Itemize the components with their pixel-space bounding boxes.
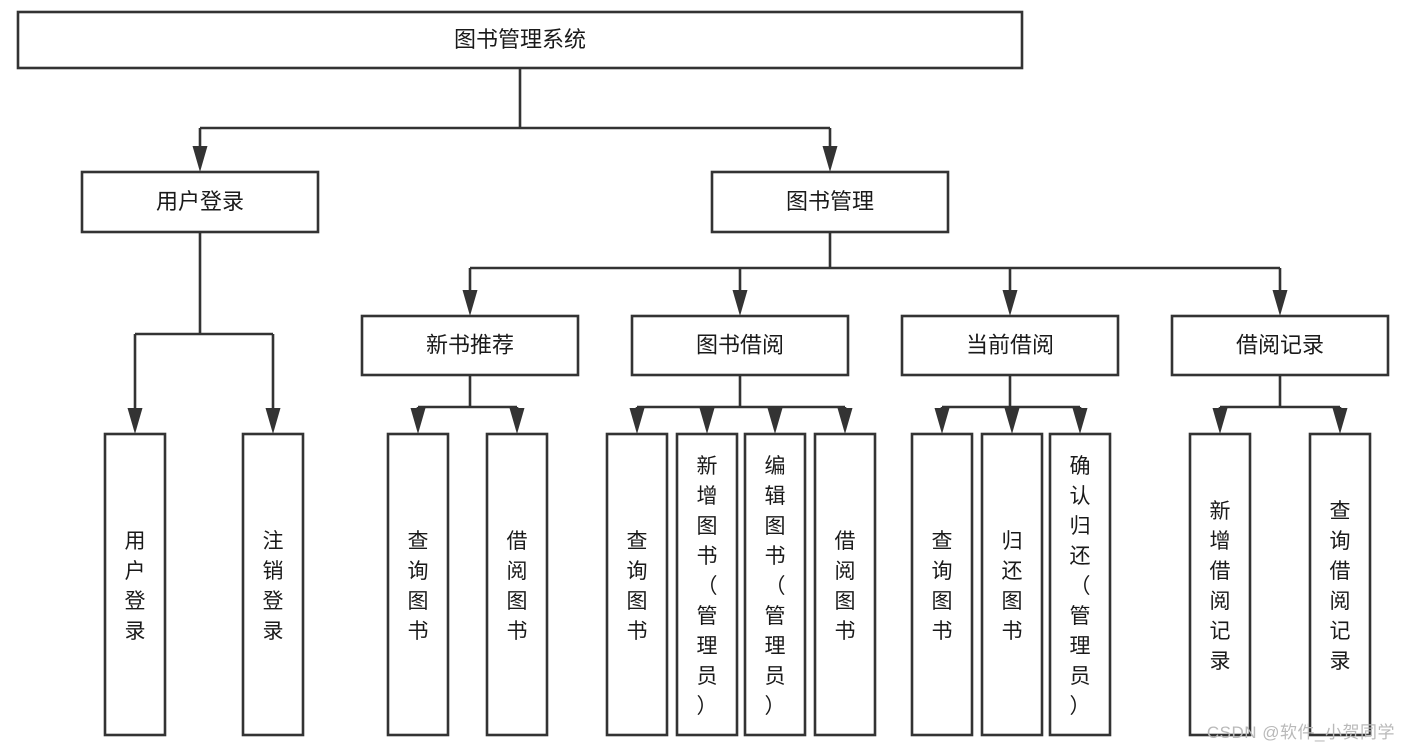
arrow-head-icon bbox=[1212, 408, 1228, 434]
node-label: 用户登录 bbox=[125, 530, 146, 643]
node-label: 查询图书 bbox=[932, 530, 953, 643]
node-box[interactable] bbox=[485, 432, 549, 737]
node-box[interactable] bbox=[103, 432, 167, 737]
node-label: 用户登录 bbox=[156, 189, 244, 214]
node-leaf-10[interactable]: 归还图书 bbox=[980, 432, 1044, 737]
node-box[interactable] bbox=[630, 314, 850, 377]
arrow-head-icon bbox=[1002, 290, 1018, 316]
node-box[interactable] bbox=[1170, 314, 1390, 377]
node-label: 图书管理 bbox=[786, 189, 874, 214]
arrow-head-icon bbox=[509, 408, 525, 434]
csdn-watermark: CSDN @软件_小贺同学 bbox=[1206, 723, 1395, 742]
arrow-head-icon bbox=[699, 408, 715, 434]
node-box[interactable] bbox=[813, 432, 877, 737]
arrow-head-icon bbox=[462, 290, 478, 316]
node-label: 查询图书 bbox=[408, 530, 429, 643]
node-label: 查询图书 bbox=[627, 530, 648, 643]
node-box[interactable] bbox=[1048, 432, 1112, 737]
node-root[interactable]: 图书管理系统 bbox=[16, 10, 1024, 70]
node-label: 新增图书（管理员） bbox=[697, 455, 718, 718]
node-bookmgmt[interactable]: 图书管理 bbox=[710, 170, 950, 234]
arrow-head-icon bbox=[629, 408, 645, 434]
node-label: 编辑图书（管理员） bbox=[765, 455, 786, 718]
arrow-head-icon bbox=[732, 290, 748, 316]
node-record[interactable]: 借阅记录 bbox=[1170, 314, 1390, 377]
node-box[interactable] bbox=[980, 432, 1044, 737]
node-label: 图书管理系统 bbox=[454, 27, 586, 52]
node-box[interactable] bbox=[910, 432, 974, 737]
node-label: 图书借阅 bbox=[696, 332, 784, 357]
node-label: 新书推荐 bbox=[426, 332, 514, 357]
node-label: 借阅图书 bbox=[507, 530, 528, 643]
arrow-head-icon bbox=[410, 408, 426, 434]
arrow-head-icon bbox=[837, 408, 853, 434]
node-label: 查询借阅记录 bbox=[1330, 500, 1351, 673]
arrow-head-icon bbox=[192, 146, 208, 172]
node-box[interactable] bbox=[360, 314, 580, 377]
connector-layer bbox=[127, 68, 1348, 434]
node-leaf-7[interactable]: 编辑图书（管理员） bbox=[743, 432, 807, 737]
node-label: 借阅图书 bbox=[835, 530, 856, 643]
node-current[interactable]: 当前借阅 bbox=[900, 314, 1120, 377]
node-leaf-3[interactable]: 查询图书 bbox=[386, 432, 450, 737]
arrow-head-icon bbox=[1272, 290, 1288, 316]
node-newbook[interactable]: 新书推荐 bbox=[360, 314, 580, 377]
node-label: 归还图书 bbox=[1002, 530, 1023, 643]
node-login[interactable]: 用户登录 bbox=[80, 170, 320, 234]
node-label: 注销登录 bbox=[263, 530, 284, 643]
node-box[interactable] bbox=[710, 170, 950, 234]
arrow-head-icon bbox=[127, 408, 143, 434]
node-box[interactable] bbox=[80, 170, 320, 234]
node-leaf-13[interactable]: 查询借阅记录 bbox=[1308, 432, 1372, 737]
node-box[interactable] bbox=[1188, 432, 1252, 737]
node-box[interactable] bbox=[900, 314, 1120, 377]
arrow-head-icon bbox=[1332, 408, 1348, 434]
node-label: 确认归还（管理员） bbox=[1070, 455, 1091, 718]
node-label: 新增借阅记录 bbox=[1210, 500, 1231, 673]
node-leaf-6[interactable]: 新增图书（管理员） bbox=[675, 432, 739, 737]
node-leaf-9[interactable]: 查询图书 bbox=[910, 432, 974, 737]
node-leaf-5[interactable]: 查询图书 bbox=[605, 432, 669, 737]
node-leaf-8[interactable]: 借阅图书 bbox=[813, 432, 877, 737]
node-box[interactable] bbox=[743, 432, 807, 737]
node-borrow[interactable]: 图书借阅 bbox=[630, 314, 850, 377]
node-box[interactable] bbox=[675, 432, 739, 737]
arrow-head-icon bbox=[934, 408, 950, 434]
node-layer: 图书管理系统用户登录图书管理新书推荐图书借阅当前借阅借阅记录用户登录注销登录查询… bbox=[16, 10, 1390, 737]
node-leaf-1[interactable]: 用户登录 bbox=[103, 432, 167, 737]
node-label: 借阅记录 bbox=[1236, 332, 1324, 357]
node-leaf-11[interactable]: 确认归还（管理员） bbox=[1048, 432, 1112, 737]
node-box[interactable] bbox=[1308, 432, 1372, 737]
node-leaf-12[interactable]: 新增借阅记录 bbox=[1188, 432, 1252, 737]
node-label: 当前借阅 bbox=[966, 332, 1054, 357]
node-box[interactable] bbox=[605, 432, 669, 737]
node-box[interactable] bbox=[386, 432, 450, 737]
node-box[interactable] bbox=[241, 432, 305, 737]
arrow-head-icon bbox=[767, 408, 783, 434]
arrow-head-icon bbox=[1004, 408, 1020, 434]
arrow-head-icon bbox=[265, 408, 281, 434]
arrow-head-icon bbox=[1072, 408, 1088, 434]
arrow-head-icon bbox=[822, 146, 838, 172]
node-leaf-2[interactable]: 注销登录 bbox=[241, 432, 305, 737]
node-box[interactable] bbox=[16, 10, 1024, 70]
node-leaf-4[interactable]: 借阅图书 bbox=[485, 432, 549, 737]
